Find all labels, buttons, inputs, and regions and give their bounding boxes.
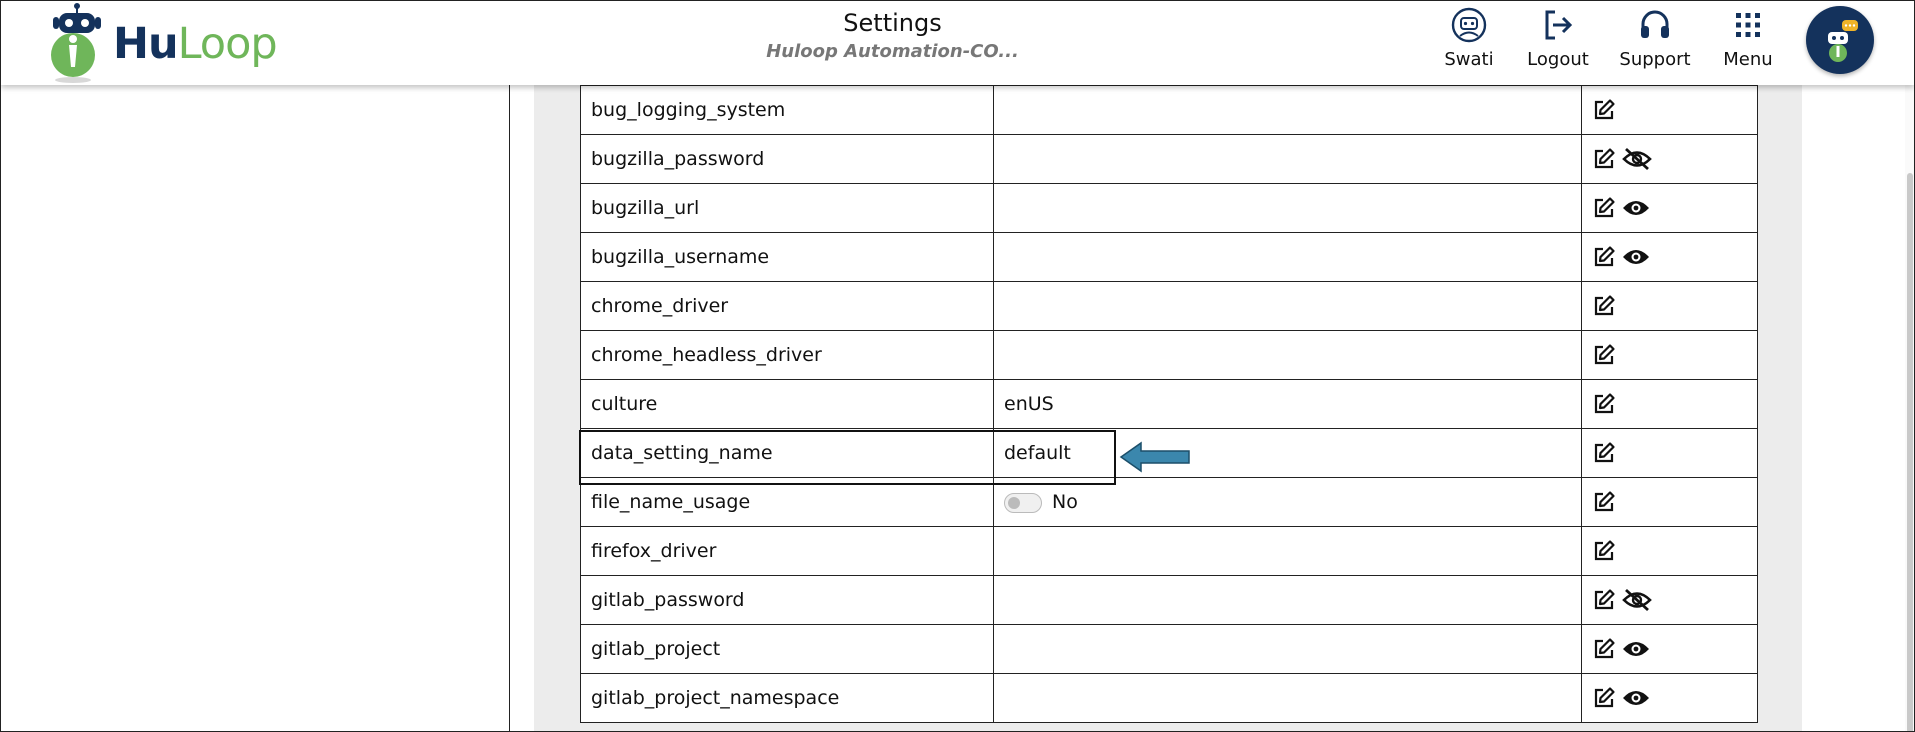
table-row: bugzilla_password (580, 134, 1758, 184)
setting-actions-cell (1581, 281, 1758, 331)
table-row: firefox_driver (580, 526, 1758, 576)
toggle-switch[interactable] (1004, 492, 1042, 513)
table-row: bugzilla_username (580, 232, 1758, 282)
setting-value-cell (993, 673, 1582, 723)
eye-icon[interactable] (1622, 639, 1650, 659)
setting-value: default (1004, 442, 1071, 464)
nav-menu[interactable]: Menu (1719, 7, 1777, 70)
robot-logo-icon (51, 3, 101, 83)
chatbot-avatar-icon (1828, 20, 1858, 62)
eye-icon[interactable] (1622, 247, 1650, 267)
setting-value-cell: enUS (993, 379, 1582, 429)
scrollbar-thumb[interactable] (1907, 173, 1913, 731)
setting-actions-cell (1581, 477, 1758, 527)
table-row: culture enUS (580, 379, 1758, 429)
setting-value: enUS (1004, 393, 1054, 415)
setting-value-cell (993, 575, 1582, 625)
eye-slash-icon[interactable] (1622, 147, 1652, 171)
edit-icon[interactable] (1592, 686, 1616, 710)
edit-icon[interactable] (1592, 98, 1616, 122)
setting-value-cell (993, 85, 1582, 135)
setting-actions-cell (1581, 134, 1758, 184)
table-row: gitlab_project (580, 624, 1758, 674)
table-row: gitlab_project_namespace (580, 673, 1758, 723)
eye-slash-icon[interactable] (1622, 588, 1652, 612)
toggle-knob (1008, 496, 1020, 509)
setting-actions-cell (1581, 428, 1758, 478)
setting-value-cell (993, 330, 1582, 380)
eye-icon[interactable] (1622, 688, 1650, 708)
user-robot-icon (1439, 7, 1499, 43)
header-bar: HuLoop Settings Huloop Automation-CO... … (1, 1, 1914, 85)
table-row: bug_logging_system (580, 85, 1758, 135)
page-subtitle: Huloop Automation-CO... (766, 41, 1019, 62)
sidebar-divider (509, 85, 510, 731)
setting-value-cell: default (993, 428, 1582, 478)
setting-name-cell: gitlab_password (580, 575, 994, 625)
setting-actions-cell (1581, 85, 1758, 135)
table-row: data_setting_name default (580, 428, 1758, 478)
setting-value-cell (993, 281, 1582, 331)
setting-name-cell: chrome_driver (580, 281, 994, 331)
setting-name-cell: bug_logging_system (580, 85, 994, 135)
edit-icon[interactable] (1592, 294, 1616, 318)
table-row: file_name_usage No (580, 477, 1758, 527)
setting-value-cell (993, 134, 1582, 184)
setting-value-cell (993, 526, 1582, 576)
setting-name-cell: chrome_headless_driver (580, 330, 994, 380)
setting-value-cell (993, 624, 1582, 674)
setting-value-cell: No (993, 477, 1582, 527)
setting-actions-cell (1581, 232, 1758, 282)
nav-user-swati[interactable]: Swati (1439, 7, 1499, 70)
edit-icon[interactable] (1592, 343, 1616, 367)
pointer-arrow-icon (1119, 441, 1191, 477)
eye-icon[interactable] (1622, 198, 1650, 218)
logo-wordmark: HuLoop (113, 19, 278, 69)
setting-name-cell: data_setting_name (580, 428, 994, 478)
setting-actions-cell (1581, 673, 1758, 723)
table-row: bugzilla_url (580, 183, 1758, 233)
setting-name-cell: gitlab_project_namespace (580, 673, 994, 723)
nav-support[interactable]: Support (1617, 7, 1693, 70)
setting-actions-cell (1581, 526, 1758, 576)
logout-icon (1523, 7, 1593, 43)
nav-logout[interactable]: Logout (1523, 7, 1593, 70)
edit-icon[interactable] (1592, 441, 1616, 465)
setting-name-cell: file_name_usage (580, 477, 994, 527)
chatbot-avatar-button[interactable] (1806, 6, 1874, 74)
edit-icon[interactable] (1592, 196, 1616, 220)
toggle-label: No (1052, 491, 1078, 513)
huloop-logo[interactable]: HuLoop (45, 1, 278, 85)
table-row: chrome_headless_driver (580, 330, 1758, 380)
setting-actions-cell (1581, 183, 1758, 233)
setting-name-cell: gitlab_project (580, 624, 994, 674)
edit-icon[interactable] (1592, 147, 1616, 171)
setting-value-cell (993, 183, 1582, 233)
edit-icon[interactable] (1592, 245, 1616, 269)
headset-icon (1617, 7, 1693, 43)
edit-icon[interactable] (1592, 637, 1616, 661)
edit-icon[interactable] (1592, 490, 1616, 514)
setting-actions-cell (1581, 575, 1758, 625)
setting-name-cell: bugzilla_url (580, 183, 994, 233)
setting-name-cell: bugzilla_username (580, 232, 994, 282)
setting-value-cell (993, 232, 1582, 282)
setting-actions-cell (1581, 330, 1758, 380)
table-row: chrome_driver (580, 281, 1758, 331)
setting-actions-cell (1581, 624, 1758, 674)
table-row: gitlab_password (580, 575, 1758, 625)
edit-icon[interactable] (1592, 392, 1616, 416)
page-title-block: Settings Huloop Automation-CO... (701, 9, 1084, 62)
setting-actions-cell (1581, 379, 1758, 429)
setting-name-cell: firefox_driver (580, 526, 994, 576)
setting-name-cell: bugzilla_password (580, 134, 994, 184)
edit-icon[interactable] (1592, 539, 1616, 563)
edit-icon[interactable] (1592, 588, 1616, 612)
grid-menu-icon (1719, 7, 1777, 43)
setting-name-cell: culture (580, 379, 994, 429)
page-title: Settings (843, 9, 942, 37)
